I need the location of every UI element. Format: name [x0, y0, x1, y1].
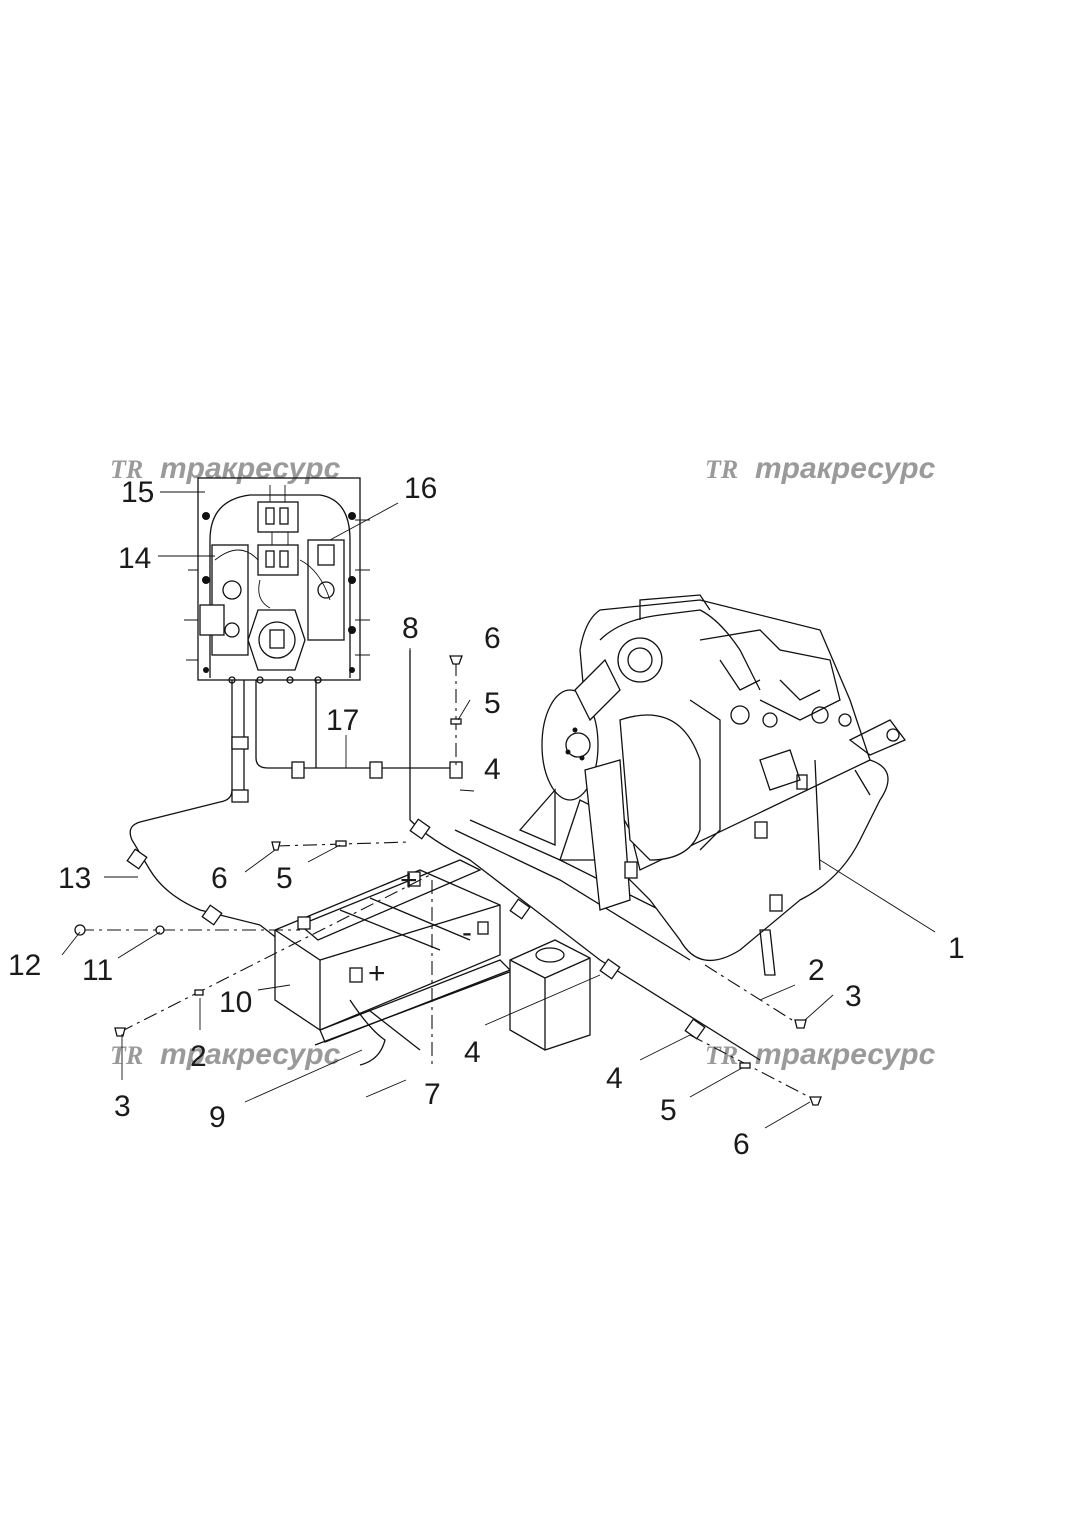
watermark-logo-mark: TR [110, 455, 143, 484]
callout-label: 4 [606, 1062, 623, 1095]
callout-label: 8 [402, 612, 419, 645]
callout-label: 3 [845, 980, 862, 1013]
callout-label: 7 [424, 1078, 441, 1111]
callout-label: 5 [484, 687, 501, 720]
watermark-text: тракресурс [755, 1038, 936, 1071]
battery-terminal-marks: + - + [368, 864, 472, 990]
leader-lines [61, 491, 936, 1129]
callout-label: 3 [114, 1090, 131, 1123]
watermark-bottom-left: TR тракресурс [110, 1038, 341, 1071]
callout-label: 1 [948, 932, 965, 965]
watermark-text: тракресурс [160, 452, 341, 485]
callout-label: 5 [660, 1094, 677, 1127]
callout-label: 6 [484, 622, 501, 655]
callout-label: 12 [8, 949, 41, 982]
watermark-text: тракресурс [755, 452, 936, 485]
watermark-logo-mark: TR [705, 455, 738, 484]
battery-tray [274, 859, 521, 1066]
svg-text:-: - [462, 916, 472, 949]
reservoir [509, 939, 591, 1051]
callout-label: 6 [211, 862, 228, 895]
callout-label: 13 [58, 862, 91, 895]
callout-label: 15 [121, 476, 154, 509]
callout-label: 17 [326, 704, 359, 737]
watermark-bottom-right: TR тракресурс [705, 1038, 936, 1071]
callout-label: 16 [404, 472, 437, 505]
callout-label: 2 [190, 1040, 207, 1073]
watermark-text: тракресурс [160, 1038, 341, 1071]
callout-label: 5 [276, 862, 293, 895]
callout-labels: 1 2 2 3 3 4 4 4 5 5 5 6 6 6 7 8 9 10 11 … [8, 472, 965, 1161]
watermark-top-right: TR тракресурс [705, 452, 936, 485]
callout-label: 10 [219, 986, 252, 1019]
callout-label: 2 [808, 954, 825, 987]
callout-label: 4 [464, 1036, 481, 1069]
callout-label: 4 [484, 753, 501, 786]
callout-label: 14 [118, 542, 151, 575]
svg-text:+: + [368, 957, 386, 990]
wire-harness [126, 650, 761, 1061]
fastener-axes [74, 655, 822, 1106]
callout-label: 9 [209, 1101, 226, 1134]
watermark-top-left: TR тракресурс [110, 452, 341, 485]
callout-label: 11 [82, 954, 113, 987]
watermark-logo-mark: TR [110, 1041, 143, 1070]
watermark-logo-mark: TR [705, 1041, 738, 1070]
electrical-panel [184, 477, 370, 684]
svg-text:+: + [400, 864, 418, 897]
engine [518, 594, 907, 976]
callout-label: 6 [733, 1128, 750, 1161]
